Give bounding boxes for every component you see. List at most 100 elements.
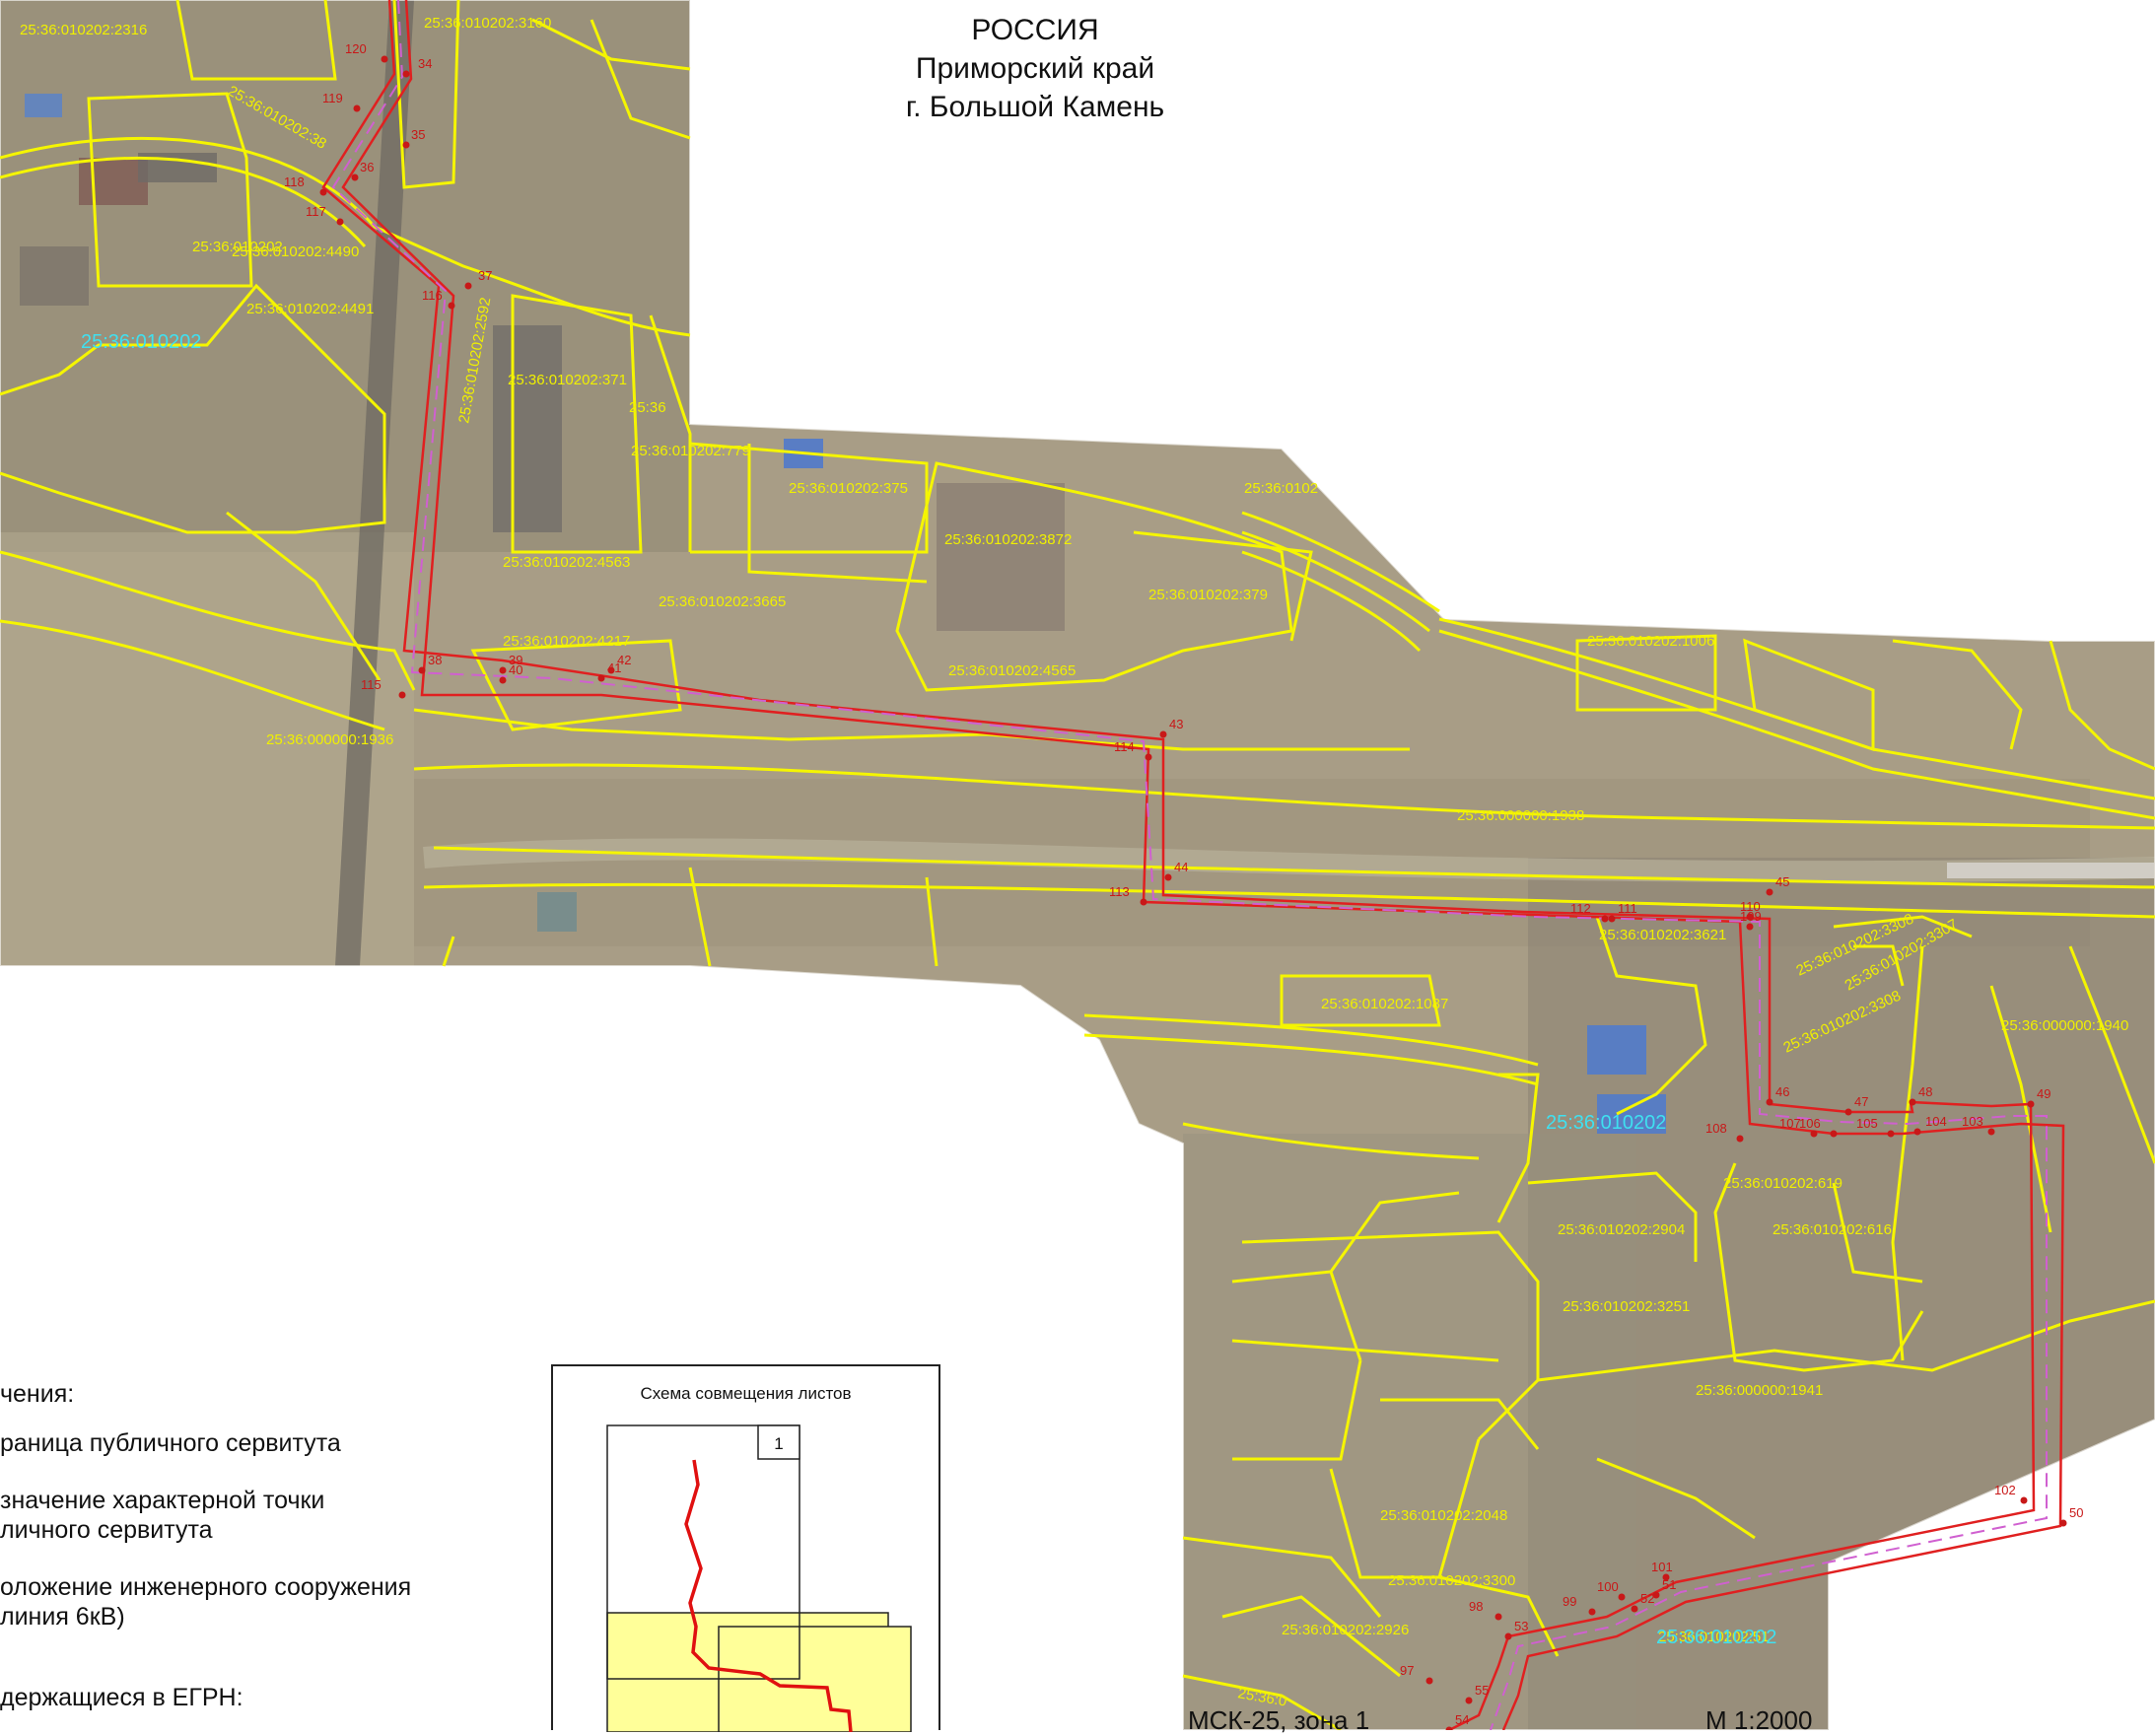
parcel-label: 25:36:010202:3160 [424,15,551,32]
point-number: 40 [509,662,522,677]
point-number: 113 [1109,884,1130,899]
coordinate-system: МСК-25, зона 1 [1188,1705,1370,1735]
point-number: 53 [1514,1619,1528,1633]
characteristic-point[interactable] [1159,730,1167,738]
characteristic-point[interactable] [1445,1726,1453,1731]
characteristic-point[interactable] [336,218,344,226]
characteristic-point[interactable] [1987,1128,1995,1136]
point-number: 50 [2069,1505,2083,1520]
characteristic-point[interactable] [2027,1100,2035,1108]
scheme-route-line [684,1459,853,1732]
characteristic-point[interactable] [381,55,388,63]
point-number: 48 [1918,1084,1932,1099]
parcel-label: 25:36:010202:616 [1773,1221,1892,1238]
characteristic-point[interactable] [464,282,472,290]
characteristic-point[interactable] [398,691,406,699]
point-number: 47 [1854,1094,1868,1109]
characteristic-point[interactable] [1766,1098,1773,1106]
point-number: 105 [1856,1116,1878,1131]
point-number: 104 [1925,1114,1947,1129]
point-number: 39 [509,653,522,667]
parcel-label: 25:36:010202:4491 [246,301,374,317]
characteristic-point[interactable] [448,302,455,310]
characteristic-point[interactable] [1608,915,1616,923]
point-number: 43 [1169,717,1183,731]
characteristic-point[interactable] [499,666,507,674]
characteristic-point[interactable] [402,70,410,78]
characteristic-point[interactable] [1652,1591,1660,1599]
parcel-label: 25:36:010202:1087 [1321,996,1448,1012]
characteristic-point[interactable] [1736,1135,1744,1143]
characteristic-point[interactable] [1830,1130,1838,1138]
characteristic-point[interactable] [353,104,361,112]
characteristic-point[interactable] [1588,1608,1596,1616]
point-number: 42 [617,653,631,667]
characteristic-point[interactable] [2059,1519,2067,1527]
characteristic-point[interactable] [1495,1613,1502,1621]
characteristic-point[interactable] [418,666,426,674]
characteristic-point[interactable] [1913,1128,1921,1136]
quarter-label: 25:36:010202 [1656,1627,1776,1648]
characteristic-point[interactable] [319,188,327,196]
point-number: 100 [1597,1579,1619,1594]
characteristic-point[interactable] [2020,1496,2028,1504]
servitude-boundary[interactable] [321,0,2065,1730]
scheme-sheet-number: 1 [774,1434,783,1453]
characteristic-point[interactable] [1164,873,1172,881]
parcel-label: 25:36:000000:1936 [266,731,393,748]
characteristic-point[interactable] [597,674,605,682]
parcel-label: 25:36:010202:2926 [1282,1622,1409,1638]
scheme-sheet-number-box [757,1424,800,1460]
parcel-label: 25:36:010202:371 [508,372,627,388]
parcel-label: 25:36:000000:1938 [1457,807,1584,824]
point-number: 108 [1705,1121,1727,1136]
scheme-sheet-1[interactable] [606,1424,800,1680]
point-number: 103 [1962,1114,1983,1129]
characteristic-point[interactable] [499,676,507,684]
sheet-layout-scheme: Схема совмещения листов 1 [551,1364,940,1732]
characteristic-point[interactable] [1909,1098,1916,1106]
point-number: 116 [422,288,443,303]
point-number: 34 [418,56,432,71]
point-number: 118 [284,174,305,189]
characteristic-point[interactable] [351,174,359,181]
point-number: 101 [1651,1560,1673,1574]
point-number: 119 [322,91,343,105]
characteristic-point[interactable] [1887,1130,1895,1138]
point-number: 98 [1469,1599,1483,1614]
characteristic-point[interactable] [1140,898,1147,906]
parcel-label: 25:36:010202:3872 [944,531,1072,548]
point-number: 117 [306,204,326,219]
characteristic-point[interactable] [1504,1632,1512,1640]
characteristic-point[interactable] [1618,1593,1626,1601]
parcel-label: 25:36:010202 [192,239,283,255]
point-number: 110 [1740,899,1761,914]
characteristic-point[interactable] [1601,915,1609,923]
characteristic-point[interactable] [1746,923,1754,931]
characteristic-point[interactable] [1145,753,1152,761]
point-number: 35 [411,127,425,142]
parcel-label: 25:36:010202:4563 [503,554,630,571]
point-number: 52 [1640,1591,1654,1606]
legend-item-servitude: раница публичного сервитута [0,1429,341,1457]
characteristic-point[interactable] [1631,1605,1638,1613]
point-number: 51 [1662,1577,1676,1592]
characteristic-point[interactable] [607,666,615,674]
point-number: 49 [2037,1086,2051,1101]
characteristic-point[interactable] [1844,1108,1852,1116]
legend-egrn: держащиеся в ЕГРН: [0,1684,243,1711]
characteristic-point[interactable] [1662,1573,1670,1581]
parcel-label: 25:36:010202:4490 [232,243,359,260]
characteristic-point[interactable] [1425,1677,1433,1685]
parcel-label: 25:36:010202:2904 [1558,1221,1685,1238]
parcel-label: 25:36:010202:779 [631,443,750,459]
characteristic-point[interactable] [1810,1130,1818,1138]
characteristic-point[interactable] [1465,1697,1473,1704]
characteristic-point[interactable] [1766,888,1773,896]
characteristic-point[interactable] [402,141,410,149]
scheme-title: Схема совмещения листов [640,1384,852,1403]
quarter-label: 25:36:010202 [81,331,201,353]
parcel-label: 25:36 [629,399,666,416]
characteristic-point[interactable] [1746,913,1754,921]
